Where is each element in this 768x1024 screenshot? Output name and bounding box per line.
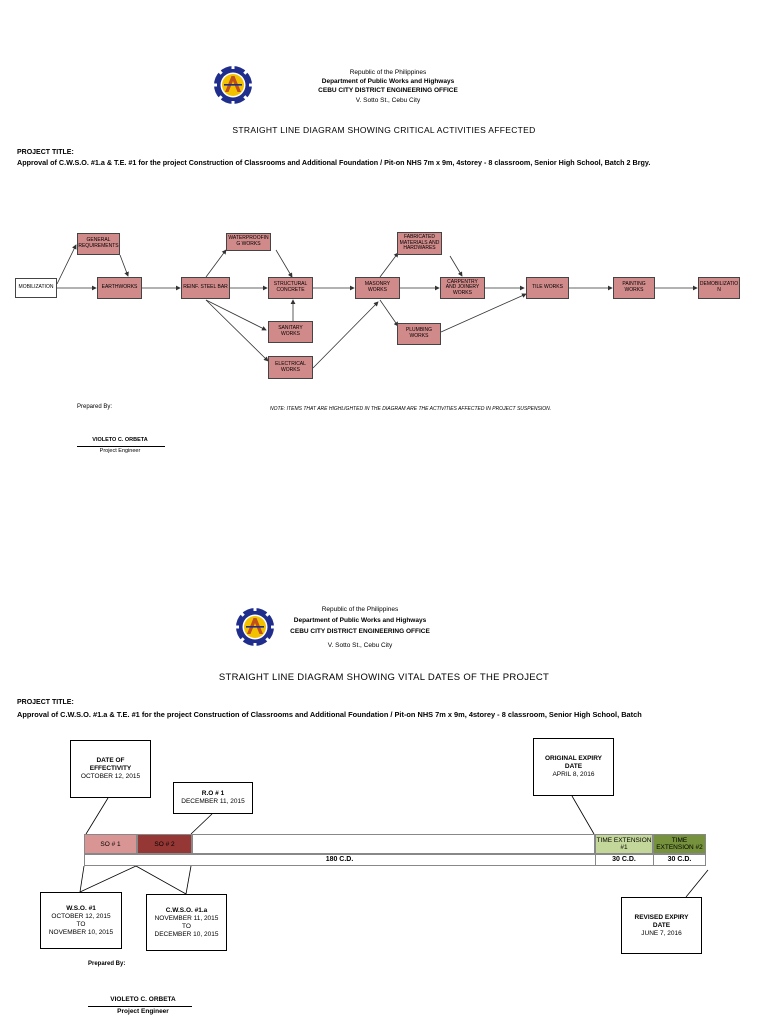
callout-cwso1a-line1: NOVEMBER 11, 2015 [154,914,219,922]
header-office: CEBU CITY DISTRICT ENGINEERING OFFICE [318,87,458,94]
duration-divider-2 [653,854,654,866]
callout-wso1-line1: OCTOBER 12, 2015 [51,912,111,920]
callout-cwso1a-line3: DECEMBER 10, 2015 [154,930,219,938]
header-address: V. Sotto St., Cebu City [355,97,421,104]
duration-row [84,854,706,866]
callout-effectivity-title: DATE OF EFFECTIVITY [89,757,132,772]
node-demobilization: DEMOBILIZATIO N [698,277,740,299]
duration-te1: 30 C.D. [612,856,636,863]
callout-original-expiry-date: APRIL 8, 2016 [552,771,595,778]
header2-republic: Republic of the Philippines [321,606,399,613]
diagram2-signatory-name: VIOLETO C. ORBETA [110,996,176,1003]
segment-so2: SO # 2 [137,834,192,854]
node-painting-works: PAINTING WORKS [613,277,655,299]
callout-wso1-line2: TO [76,920,86,928]
diagram1-project-title: Approval of C.W.S.O. #1.a & T.E. #1 for … [17,158,651,167]
header-republic: Republic of the Philippines [349,69,427,76]
diagram2-signatory-role: Project Engineer [117,1008,169,1015]
callout-cwso1a-line2: TO [182,922,191,930]
diagram2-project-title: Approval of C.W.S.O. #1.a & T.E. #1 for … [17,710,642,719]
segment-so1: SO # 1 [84,834,137,854]
diagram2-project-title-label: PROJECT TITLE: [17,699,74,706]
callout-cwso1a: C.W.S.O. #1.a NOVEMBER 11, 2015 TO DECEM… [146,894,227,951]
node-plumbing-works: PLUMBING WORKS [397,323,441,345]
diagram1-title: STRAIGHT LINE DIAGRAM SHOWING CRITICAL A… [232,125,536,135]
node-earthworks: EARTHWORKS [97,277,142,299]
node-reinf-steel-bar: REINF. STEEL BAR [181,277,230,299]
callout-revised-expiry-date: JUNE 7, 2016 [641,929,682,937]
callout-ro1-title: R.O # 1 [201,790,225,797]
segment-main-blank [192,834,595,854]
callout-wso1: W.S.O. #1 OCTOBER 12, 2015 TO NOVEMBER 1… [40,892,122,949]
node-mobilization: MOBILIZATION [15,278,57,298]
duration-main: 180 C.D. [325,856,354,863]
callout-effectivity-date: OCTOBER 12, 2015 [80,773,141,780]
callout-cwso1a-title: C.W.S.O. #1.a [165,906,208,914]
node-carpentry-works: CARPENTRY AND JOINERY WORKS [440,277,485,299]
dpwh-logo [213,65,253,105]
node-electrical-works: ELECTRICAL WORKS [268,356,313,379]
duration-divider-1 [595,854,596,866]
diagram1-note: NOTE: ITEMS THAT ARE HIGHLIGHTED IN THE … [270,406,552,412]
callout-ro1-date: DECEMBER 11, 2015 [181,798,245,805]
diagram2-signature-line [88,1006,192,1007]
callout-original-expiry: ORIGINAL EXPIRY DATE APRIL 8, 2016 [533,738,614,796]
callout-revised-expiry-title: REVISED EXPIRY DATE [634,913,689,929]
callout-wso1-line3: NOVEMBER 10, 2015 [48,928,114,936]
callout-revised-expiry: REVISED EXPIRY DATE JUNE 7, 2016 [621,897,702,954]
diagram1-signatory-role: Project Engineer [99,448,141,454]
diagram1-project-title-label: PROJECT TITLE: [17,149,74,156]
diagram2-title: STRAIGHT LINE DIAGRAM SHOWING VITAL DATE… [218,672,550,683]
diagram1-signature-line [77,446,165,447]
header-department: Department of Public Works and Highways [321,78,455,85]
callout-ro1: R.O # 1 DECEMBER 11, 2015 [173,782,253,814]
segment-time-extension-1: TIME EXTENSION #1 [595,834,653,854]
node-general-requirements: GENERAL REQUIREMENTS [77,233,120,255]
duration-te2: 30 C.D. [667,856,692,863]
diagram1-prepared-by: Prepared By: [77,404,113,410]
header2-department: Department of Public Works and Highways [293,617,427,624]
callout-date-of-effectivity: DATE OF EFFECTIVITY OCTOBER 12, 2015 [70,740,151,798]
callout-wso1-title: W.S.O. #1 [66,904,96,912]
segment-time-extension-2: TIME EXTENSION #2 [653,834,706,854]
header2-office: CEBU CITY DISTRICT ENGINEERING OFFICE [290,628,430,635]
diagram2-prepared-by: Prepared By: [88,961,126,967]
diagram1-arrows [56,244,698,369]
header2-address: V. Sotto St., Cebu City [327,642,393,649]
node-waterproofing-works: WATERPROOFIN G WORKS [226,233,271,251]
node-masonry-works: MASONRY WORKS [355,277,400,299]
node-fabricated-materials: FABRICATED MATERIALS AND HARDWARES [397,232,442,255]
diagram1-signatory-name: VIOLETO C. ORBETA [92,437,148,443]
dpwh-logo-2 [235,607,275,647]
node-structural-concrete: STRUCTURAL CONCRETE [268,277,313,299]
callout-original-expiry-title: ORIGINAL EXPIRY DATE [544,755,603,770]
node-tile-works: TILE WORKS [526,277,569,299]
node-sanitary-works: SANITARY WORKS [268,321,313,343]
